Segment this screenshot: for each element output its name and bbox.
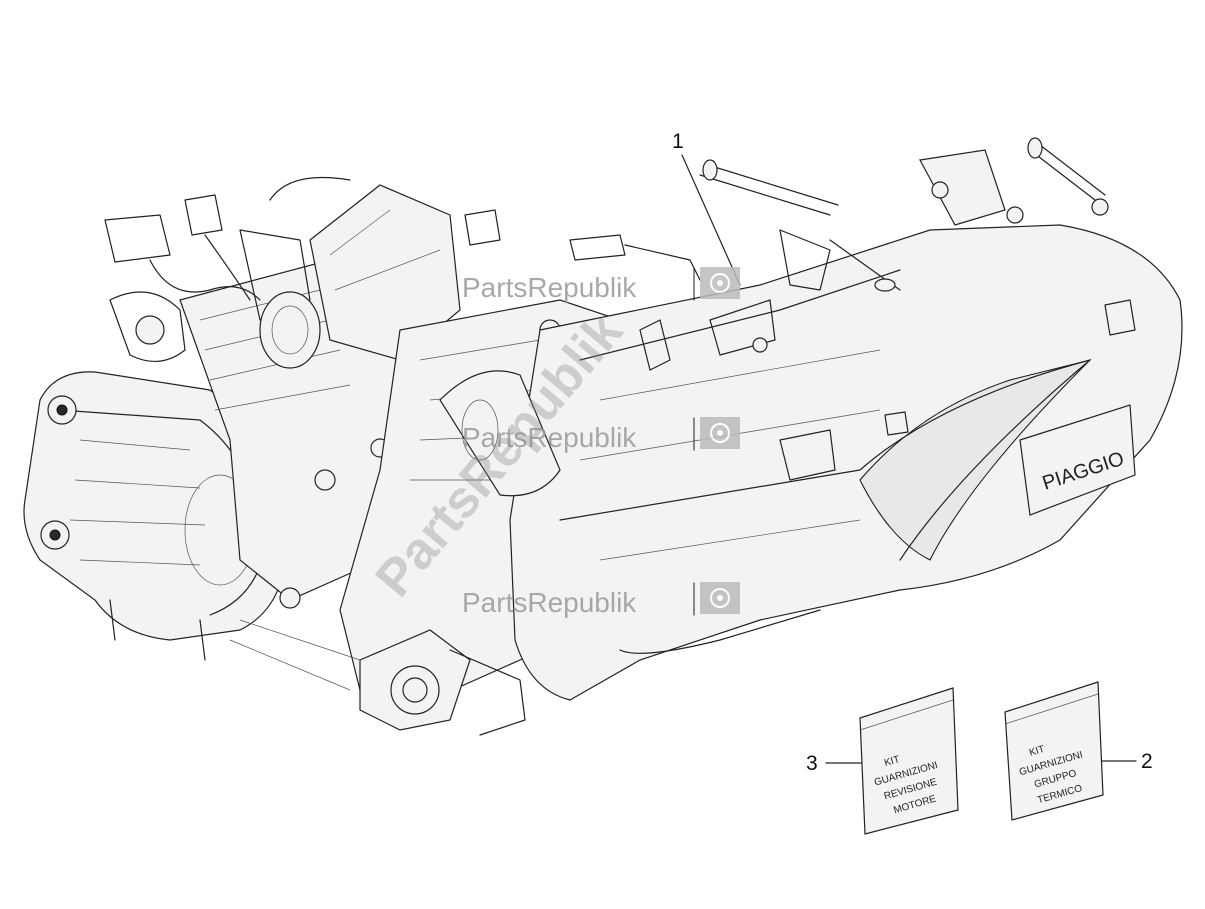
watermark-text-middle: PartsRepublik (462, 422, 637, 453)
gear-flag-icon (700, 267, 740, 299)
engine-assembly[interactable]: PIAGGIO (23, 137, 1183, 736)
throttle-body-and-wiring (104, 194, 321, 369)
transmission-cover (509, 224, 1183, 701)
watermark-bottom: PartsRepublik (462, 582, 740, 618)
gear-flag-icon (700, 417, 740, 449)
kit-bag-gasket-thermal[interactable]: KIT GUARNIZIONI GRUPPO TERMICO (1004, 681, 1104, 821)
callout-2[interactable]: 2 (1101, 750, 1153, 773)
callout-number-1: 1 (672, 130, 684, 153)
callout-number-2: 2 (1141, 750, 1153, 773)
starter-motor (439, 370, 561, 497)
callout-leader-1 (681, 154, 741, 286)
kit-bag-right-line-1: KIT (1028, 744, 1046, 759)
watermark-middle: PartsRepublik (462, 417, 740, 453)
callout-3[interactable]: 3 (806, 752, 863, 775)
kit-bag-gasket-overhaul[interactable]: KIT GUARNIZIONI REVISIONE MOTORE (859, 687, 959, 835)
watermark-text-bottom: PartsRepublik (462, 587, 637, 618)
lower-pivot-mount (109, 599, 526, 736)
kit-bag-left-line-1: KIT (883, 754, 901, 769)
gear-flag-icon (700, 582, 740, 614)
rear-axle-shafts (699, 137, 1109, 292)
callout-number-3: 3 (806, 752, 818, 775)
top-sensors (569, 234, 776, 371)
air-box (269, 177, 501, 361)
callout-1[interactable]: 1 (672, 130, 741, 286)
watermark-top: PartsRepublik (462, 267, 740, 303)
watermark-text-top: PartsRepublik (462, 272, 637, 303)
